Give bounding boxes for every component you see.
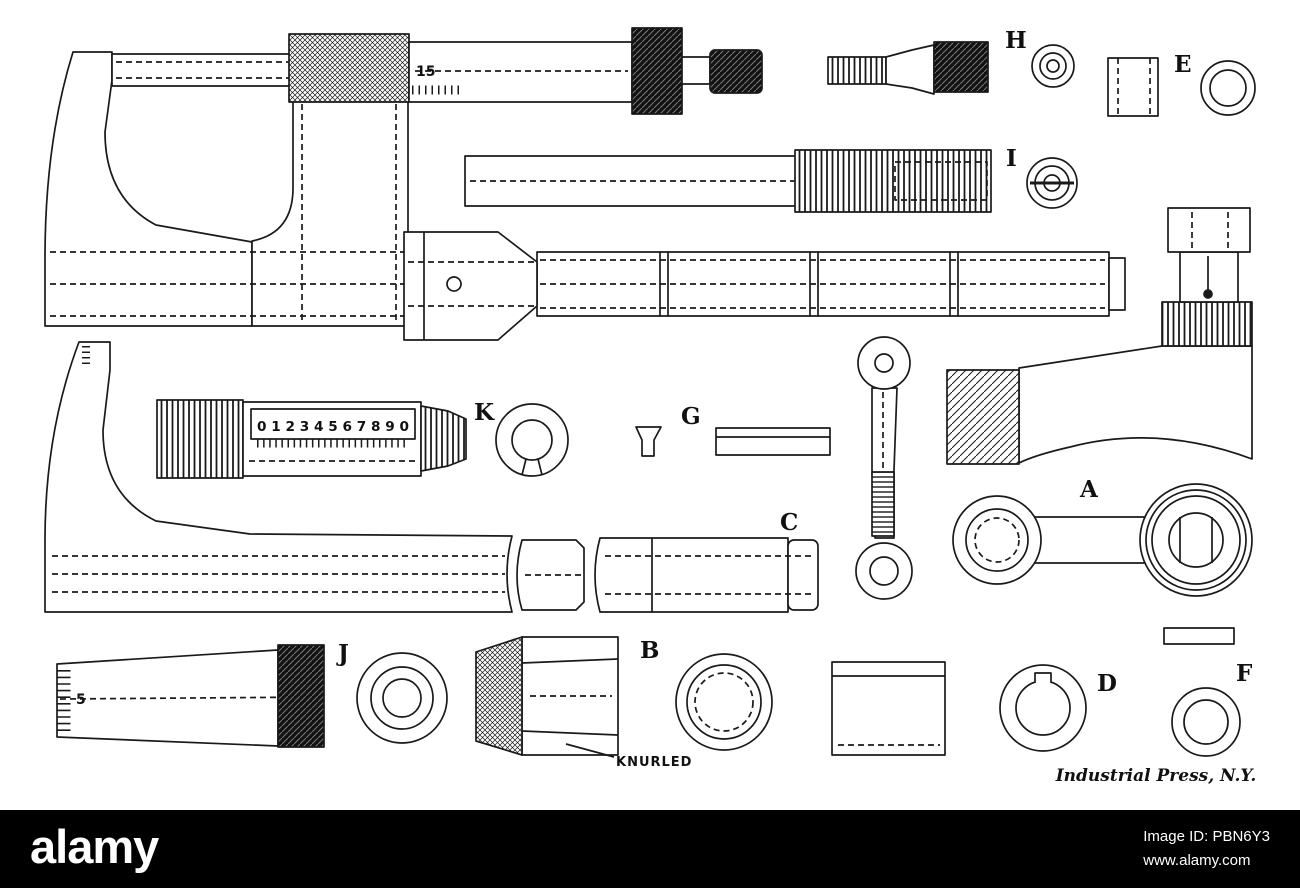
part-spindle-stub — [516, 539, 585, 611]
alamy-meta: Image ID: PBN6Y3 www.alamy.com — [1143, 825, 1270, 873]
part-d-keyed-nut — [999, 664, 1087, 752]
publisher-credit: Industrial Press, N.Y. — [1055, 766, 1257, 786]
part-label-i: I — [1006, 145, 1017, 172]
sleeve-scale-label: 0 1 2 3 4 5 6 7 8 9 0 — [257, 420, 409, 435]
knurled-annotation: KNURLED — [616, 755, 692, 770]
part-small-collar — [1031, 44, 1075, 88]
part-label-h: H — [1005, 27, 1027, 54]
barrel-scale-label: 5 — [76, 692, 86, 708]
part-spindle-with-hex-nut — [403, 231, 1126, 341]
part-label-j: J — [336, 640, 349, 667]
part-sleeve-block — [831, 661, 946, 756]
part-flat-washer-bar — [1163, 627, 1235, 645]
part-label-b: B — [640, 637, 659, 664]
part-label-e: E — [1174, 51, 1192, 78]
micrometer-parts-drawing: 15 H E — [44, 27, 1257, 786]
part-anvil-clamp — [946, 207, 1253, 465]
alamy-logo: alamy — [30, 819, 159, 873]
part-frame-detached — [44, 341, 513, 613]
alamy-url-text: www.alamy.com — [1143, 852, 1251, 869]
part-b-knurled-cap — [475, 636, 619, 758]
part-a-link — [952, 483, 1253, 597]
part-g-plug — [635, 426, 662, 457]
part-j-thimble-barrel — [56, 644, 325, 748]
part-micrometer-assembled — [44, 27, 763, 327]
alamy-watermark-bar: alamy Image ID: PBN6Y3 www.alamy.com — [0, 810, 1300, 888]
part-e-bushing — [1107, 57, 1159, 117]
part-i-micrometer-screw — [464, 149, 992, 213]
thimble-scale-label: 15 — [416, 64, 435, 80]
part-k-graduated-sleeve — [156, 399, 467, 479]
part-label-c: C — [780, 509, 798, 536]
part-label-f: F — [1236, 660, 1253, 687]
part-slotted-nut — [1026, 157, 1078, 209]
part-label-d: D — [1097, 670, 1117, 697]
part-c-spindle-section — [594, 537, 819, 613]
image-id-text: Image ID: PBN6Y3 — [1143, 828, 1270, 845]
part-flat-bar — [715, 427, 831, 456]
part-h-speeder-screw — [827, 41, 989, 95]
part-e-ring — [1200, 60, 1256, 116]
part-split-ring — [495, 403, 569, 477]
part-label-g: G — [681, 403, 701, 430]
part-thimble-ring — [356, 652, 448, 744]
micrometer-diagram: 15 H E — [44, 27, 1257, 786]
part-lever-arm — [855, 336, 913, 600]
part-label-k: K — [474, 399, 495, 426]
part-label-a: A — [1079, 476, 1099, 503]
part-f-washer — [1171, 687, 1241, 757]
part-b-ring — [675, 653, 773, 751]
